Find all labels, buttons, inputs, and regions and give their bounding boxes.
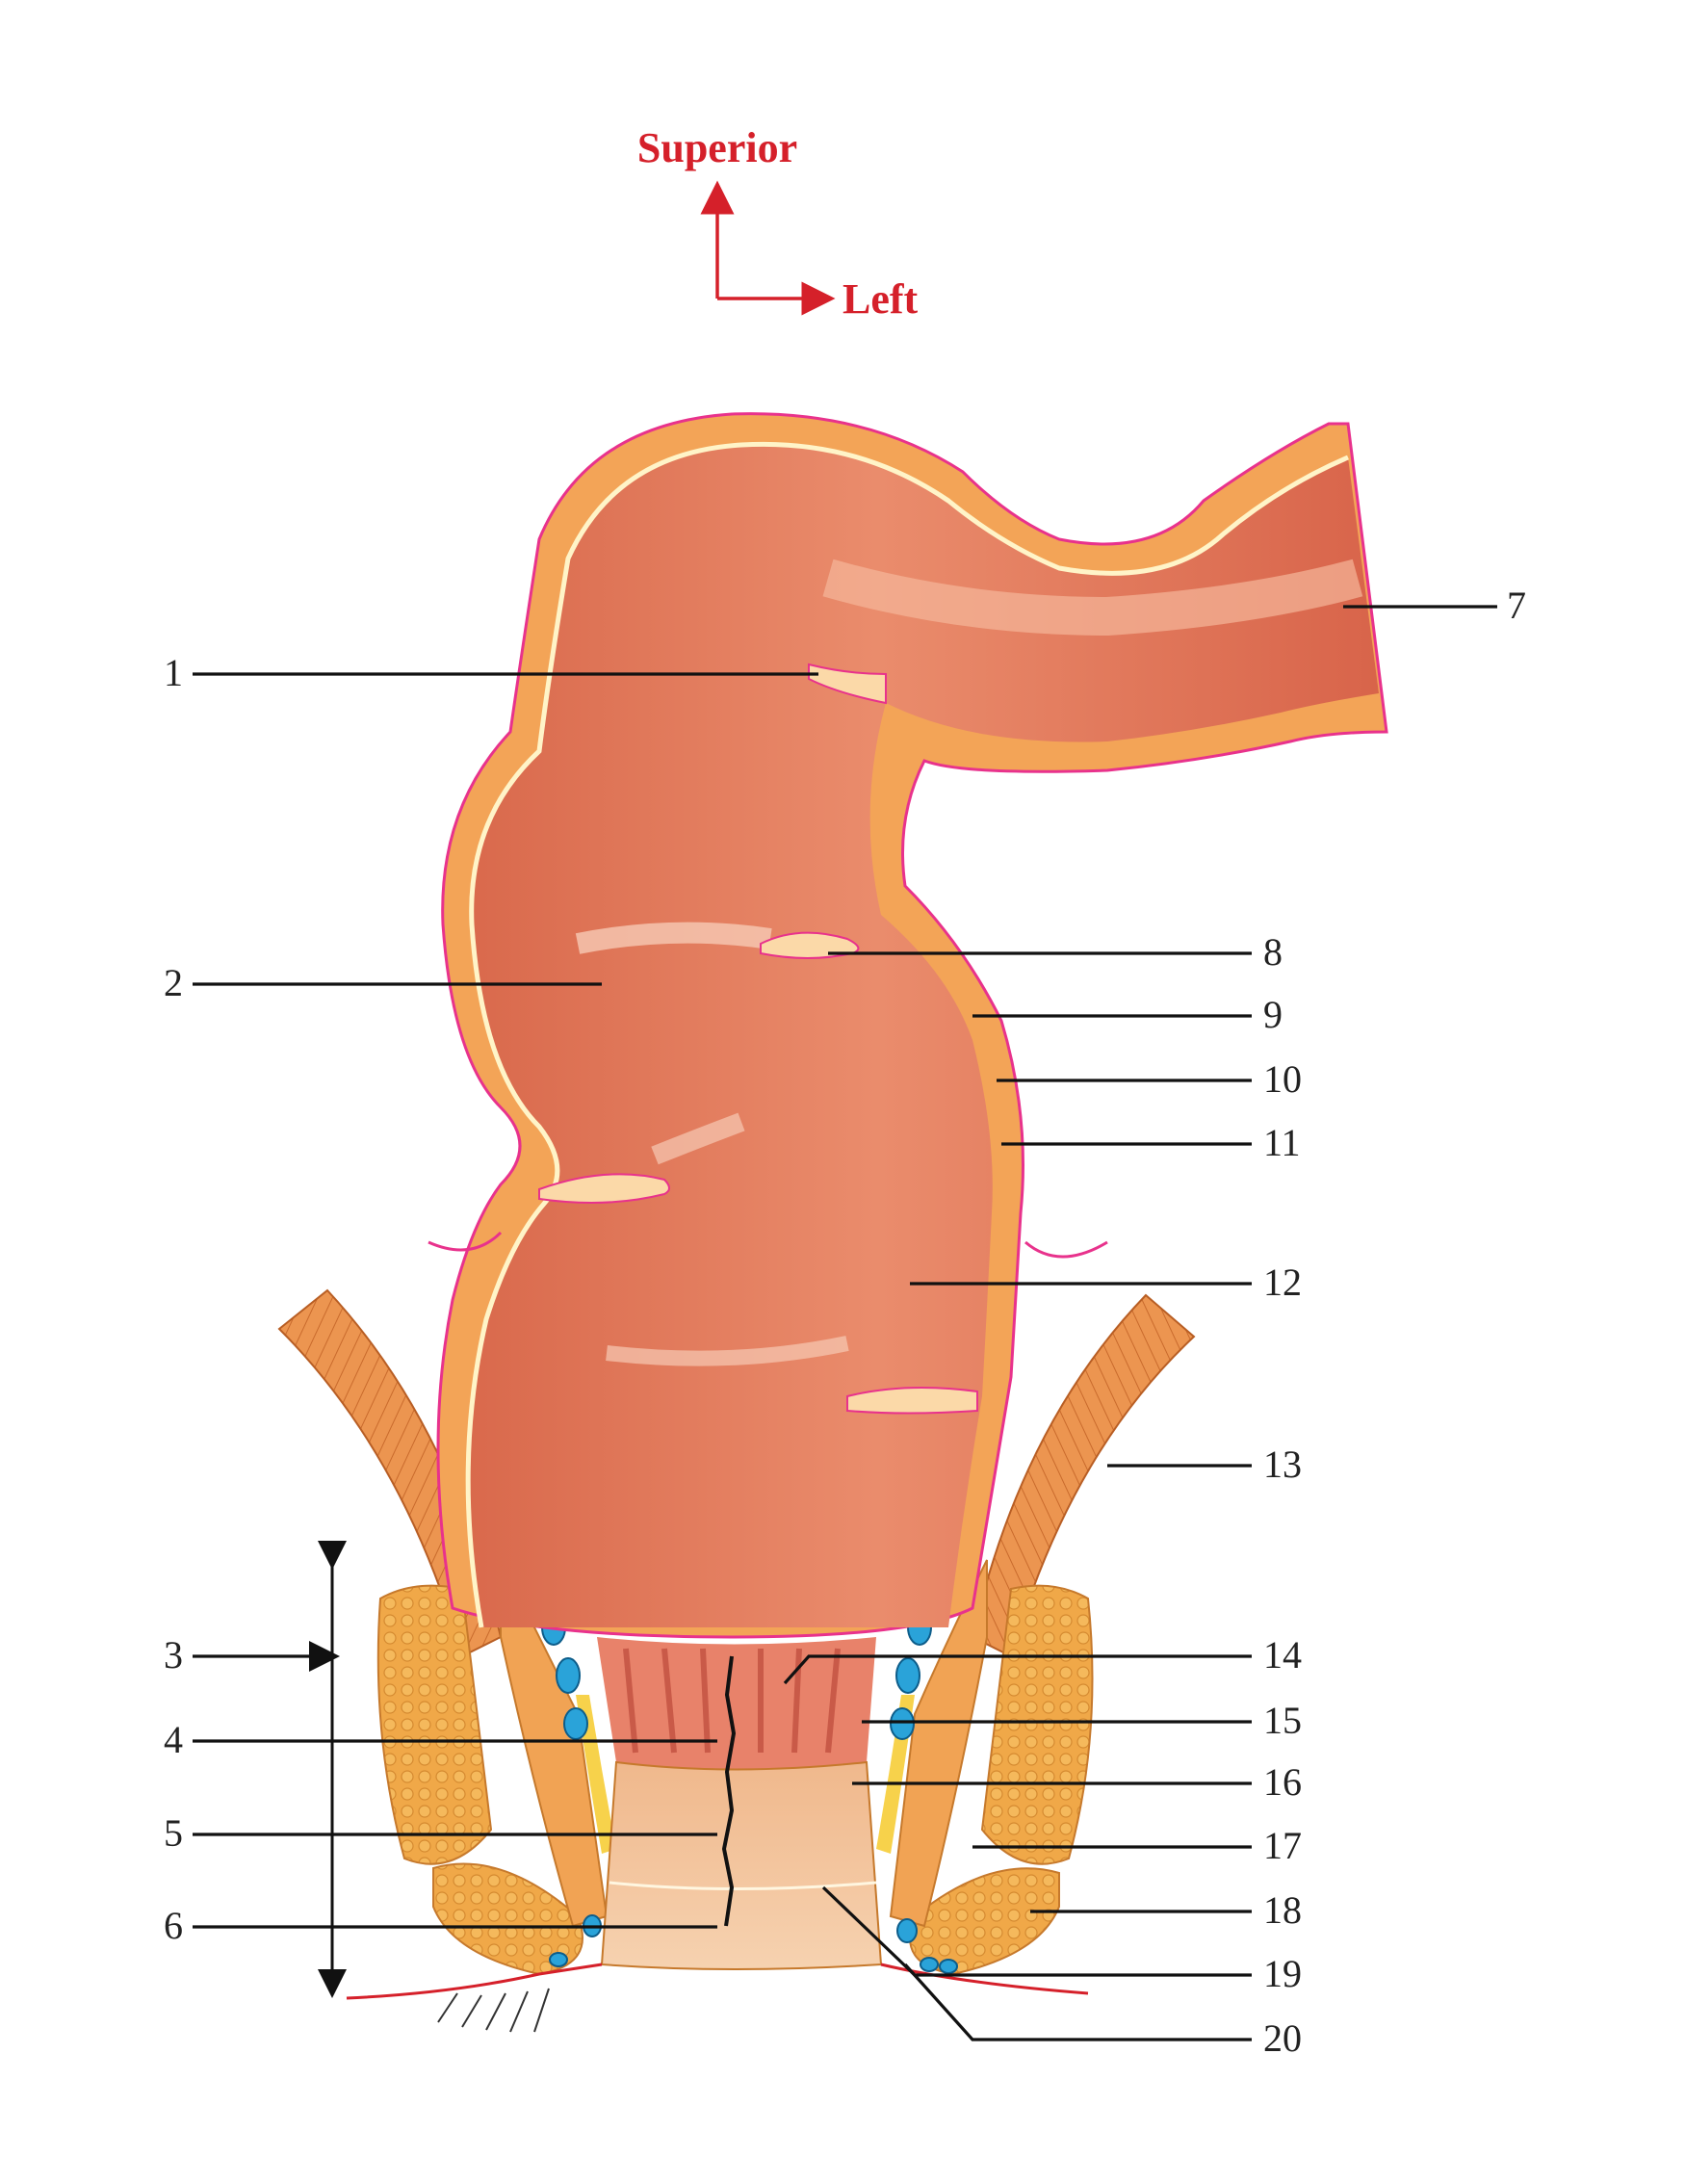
label-10: 10	[1263, 1057, 1302, 1101]
left-label: Left	[842, 275, 919, 323]
label-20: 20	[1263, 2016, 1302, 2060]
label-12: 12	[1263, 1261, 1302, 1304]
label-5: 5	[164, 1811, 183, 1855]
label-6: 6	[164, 1904, 183, 1947]
perianal-skin	[346, 1963, 1089, 2033]
label-4: 4	[164, 1718, 183, 1761]
label-11: 11	[1263, 1121, 1301, 1164]
orientation-indicator: Superior Left	[637, 124, 919, 323]
leader-14	[783, 1654, 1252, 1685]
label-9: 9	[1263, 993, 1283, 1036]
label-14: 14	[1263, 1633, 1302, 1677]
label-3: 3	[164, 1633, 183, 1677]
peritoneum	[428, 1231, 1108, 1259]
anal-columns	[597, 1637, 876, 1770]
label-7: 7	[1507, 584, 1526, 627]
leader-20	[903, 1963, 1252, 2041]
label-18: 18	[1263, 1888, 1302, 1932]
leaders-left	[193, 672, 818, 1929]
superior-label: Superior	[637, 124, 797, 171]
label-8: 8	[1263, 930, 1283, 974]
number-labels: 1 2 3 4 5 6 7 8 9 10 11 12 13 14 15 16 1…	[164, 584, 1526, 2060]
leaders-right	[783, 605, 1497, 2041]
label-13: 13	[1263, 1443, 1302, 1486]
rectal-lumen	[465, 441, 1380, 1628]
label-1: 1	[164, 651, 183, 694]
label-17: 17	[1263, 1824, 1302, 1867]
anal-canal	[600, 1655, 883, 1970]
label-16: 16	[1263, 1760, 1302, 1804]
label-15: 15	[1263, 1699, 1302, 1742]
external-sphincter	[376, 1584, 1094, 1976]
label-19: 19	[1263, 1952, 1302, 1995]
label-2: 2	[164, 961, 183, 1004]
